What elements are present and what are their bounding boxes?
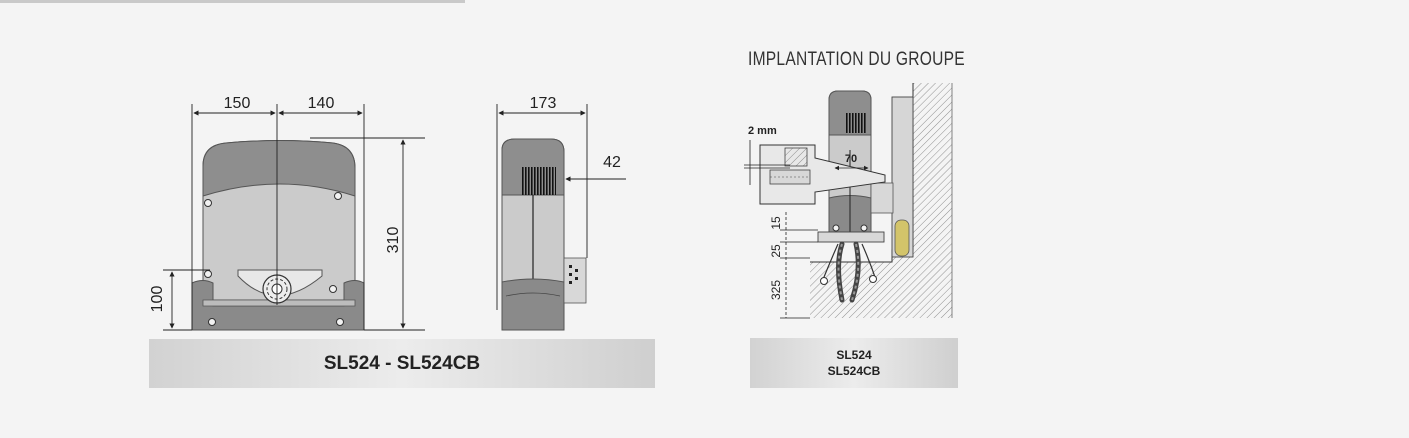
dim-width-left: 150 (224, 95, 251, 112)
installation-diagram (744, 83, 953, 319)
dim-15: 15 (769, 216, 783, 230)
installation-caption: SL524 SL524CB (750, 338, 958, 388)
front-view (163, 104, 425, 331)
dim-side-offset: 42 (603, 154, 621, 171)
dim-325: 325 (769, 280, 783, 300)
dim-width-right: 140 (308, 95, 335, 112)
installation-caption-line2: SL524CB (827, 364, 881, 378)
dim-rack: 70 (845, 153, 857, 165)
installation-title: IMPLANTATION DU GROUPE (748, 49, 965, 70)
top-divider (0, 0, 465, 3)
dim-25: 25 (769, 244, 783, 258)
dim-gear-height: 100 (149, 286, 166, 313)
model-caption: SL524 - SL524CB (149, 339, 655, 388)
installation-caption-line1: SL524 (836, 348, 872, 362)
dim-height-total: 310 (385, 227, 402, 254)
dim-side-width: 173 (530, 95, 557, 112)
dim-gap: 2 mm (748, 125, 777, 137)
side-view (496, 104, 626, 331)
